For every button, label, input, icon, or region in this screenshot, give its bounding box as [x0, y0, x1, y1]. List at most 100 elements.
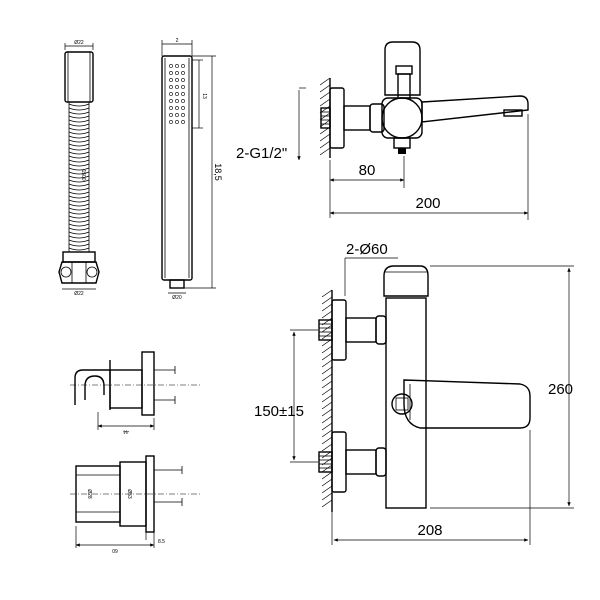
hatch-line: [321, 422, 333, 431]
hatch-line: [321, 478, 333, 487]
hatch-line: [321, 289, 333, 298]
nozzle-grid: [169, 64, 185, 124]
hatch-line: [319, 98, 331, 107]
hatch-line: [321, 415, 333, 424]
nozzle: [181, 120, 185, 124]
hatch-line: [319, 91, 331, 100]
hatch-line: [321, 471, 333, 480]
hatch-line: [321, 492, 333, 501]
hatch-line: [321, 296, 333, 305]
outlet-distance-label: 80: [359, 162, 376, 179]
nozzle: [175, 71, 179, 75]
hatch-line: [321, 324, 333, 333]
nozzle: [175, 92, 179, 96]
hatch-line: [321, 373, 333, 382]
nozzle: [169, 78, 173, 82]
hatch-line: [321, 429, 333, 438]
hand-shower: 2 13 18,5 Ø20: [161, 38, 223, 301]
wall-hatch: [321, 289, 333, 508]
center-distance-label: 150±15: [254, 403, 304, 420]
nozzle: [169, 99, 173, 103]
holder-depth-label: 44: [123, 428, 129, 434]
hose-coil: [68, 239, 90, 243]
nozzle: [169, 71, 173, 75]
handshower-top-width-label: 2: [176, 38, 179, 44]
hatch-line: [321, 436, 333, 445]
mixer-side-view: 2-G1/2" 80 200: [236, 41, 529, 220]
holder-flange-offset-label: 8.5: [158, 539, 165, 545]
hose-coil: [68, 231, 90, 235]
handshower-face-length-label: 13: [201, 93, 207, 99]
holder-body-diameter-label: Ø28: [86, 489, 92, 499]
hose-coil: [68, 175, 90, 179]
hose-top-width-label: Ø22: [74, 40, 84, 46]
hatch-line: [321, 352, 333, 361]
hose-coil: [68, 243, 90, 247]
hose-bottom-width-label: Ø22: [74, 291, 84, 297]
hose-coil: [68, 143, 90, 147]
nozzle: [175, 120, 179, 124]
width-label: 208: [417, 522, 442, 539]
nozzle: [169, 113, 173, 117]
hatch-line: [321, 464, 333, 473]
hose-coil: [68, 247, 90, 251]
hose-coil: [68, 111, 90, 115]
hose-coil: [68, 235, 90, 239]
hose-coil: [68, 159, 90, 163]
hose-coil: [68, 203, 90, 207]
nozzle: [181, 106, 185, 110]
hose-coil: [68, 131, 90, 135]
nozzle: [175, 85, 179, 89]
nozzle: [175, 64, 179, 68]
nozzle: [181, 99, 185, 103]
hose-coil: [68, 103, 90, 107]
hatch-line: [319, 140, 331, 149]
hatch-line: [321, 394, 333, 403]
wall-holder-top-view: Ø28 Ø53 8.5 60: [70, 455, 200, 553]
nozzle: [175, 99, 179, 103]
handshower-bottom-width-label: Ø20: [172, 295, 182, 301]
nozzle: [181, 92, 185, 96]
nozzle: [169, 64, 173, 68]
hose-coil: [68, 199, 90, 203]
hose-coil: [68, 147, 90, 151]
mixer-front-view: 2-Ø60 150±15 260 208: [254, 241, 574, 545]
hose-coil: [68, 167, 90, 171]
hose-coil: [68, 207, 90, 211]
cover-diameter-label: 2-Ø60: [346, 241, 388, 258]
hose-coil: [68, 155, 90, 159]
hose-coil: [68, 227, 90, 231]
hose-coil: [68, 135, 90, 139]
nozzle: [169, 106, 173, 110]
hose-length-label: 1500: [80, 169, 86, 180]
nozzle: [181, 78, 185, 82]
hatch-line: [321, 303, 333, 312]
hatch-line: [321, 345, 333, 354]
hatch-line: [321, 366, 333, 375]
hatch-line: [319, 84, 331, 93]
hatch-line: [319, 133, 331, 142]
holder-flange-diameter-label: Ø53: [126, 489, 132, 499]
hose-coil: [68, 127, 90, 131]
nozzle: [169, 92, 173, 96]
hose-coil: [68, 151, 90, 155]
nozzle: [181, 85, 185, 89]
hatch-line: [321, 387, 333, 396]
handshower-length-label: 18,5: [213, 163, 223, 181]
hatch-line: [321, 310, 333, 319]
hose-coil: [68, 119, 90, 123]
nozzle: [181, 71, 185, 75]
hose-coil: [68, 139, 90, 143]
hose-coil: [68, 115, 90, 119]
hatch-line: [321, 408, 333, 417]
hatch-line: [319, 77, 331, 86]
nozzle: [175, 106, 179, 110]
hose-coil: [68, 195, 90, 199]
hose-coil: [68, 187, 90, 191]
hatch-line: [321, 359, 333, 368]
nozzle: [175, 113, 179, 117]
nozzle: [169, 120, 173, 124]
hose-coil: [68, 191, 90, 195]
nozzle: [175, 78, 179, 82]
